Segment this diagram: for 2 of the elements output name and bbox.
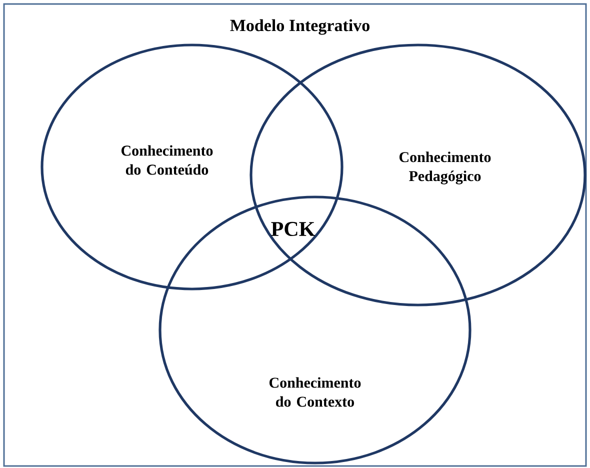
title: Modelo Integrativo (230, 19, 370, 35)
intersection-label: PCK (271, 222, 315, 236)
